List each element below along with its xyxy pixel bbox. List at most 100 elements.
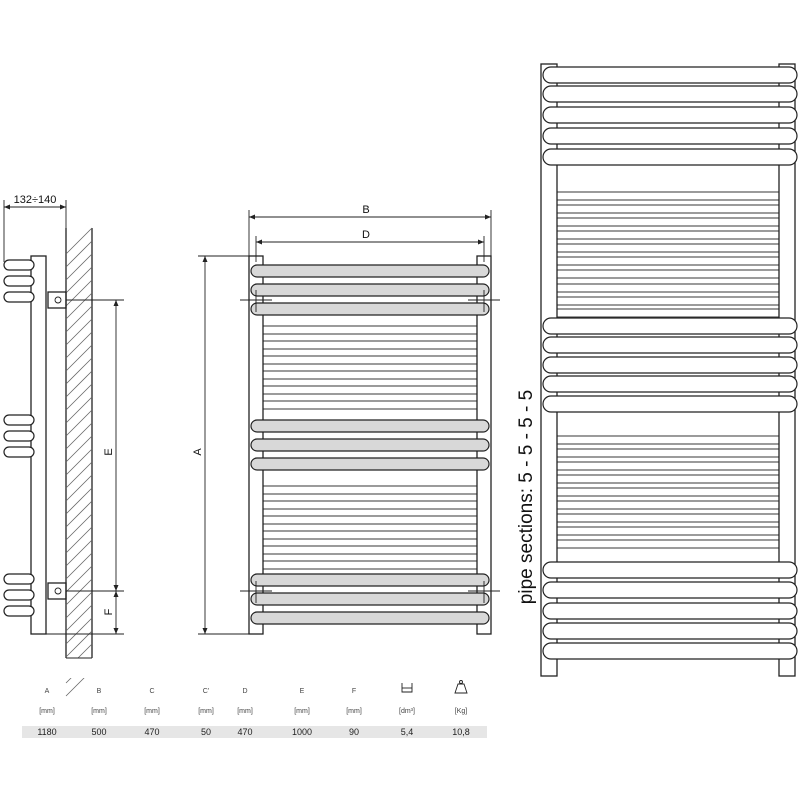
- side-tube-end: [3, 291, 35, 303]
- right-round-tube: [542, 375, 798, 393]
- side-tube-end: [3, 259, 35, 271]
- spec-header: B: [97, 688, 102, 695]
- dimension-B-label: B: [362, 204, 369, 216]
- water-volume-icon: [401, 683, 413, 693]
- side-tube-end: [3, 446, 35, 458]
- right-flat-bar: [556, 256, 780, 266]
- spec-column-cprime: C'[mm]50: [198, 688, 214, 737]
- hatch-line: [65, 591, 93, 619]
- side-view: 132÷140 E: [3, 194, 124, 697]
- right-flat-bar: [556, 269, 780, 279]
- hatch-line: [65, 227, 93, 255]
- hatch-line: [65, 604, 93, 632]
- weight-icon: [454, 680, 468, 694]
- dimension-A-label: A: [192, 448, 204, 456]
- front-round-tube: [250, 264, 490, 278]
- side-depth-label: 132÷140: [14, 194, 57, 206]
- spec-column-d: D[mm]470: [237, 688, 253, 737]
- hatch-line: [65, 370, 93, 398]
- right-round-tube: [542, 356, 798, 374]
- pipe-sections-view: pipe sections: 5 - 5 - 5 - 5: [516, 63, 798, 677]
- hatch-line: [65, 578, 93, 606]
- dimension-D-label: D: [362, 229, 370, 241]
- spec-value: 470: [144, 727, 159, 737]
- right-round-tube: [542, 66, 798, 84]
- hatch-line: [65, 253, 93, 281]
- spec-unit: [mm]: [198, 708, 214, 715]
- spec-value: 10,8: [452, 727, 470, 737]
- right-flat-bar: [556, 308, 780, 318]
- side-tube-end: [3, 275, 35, 287]
- spec-value: 1000: [292, 727, 312, 737]
- front-flat-bar: [262, 370, 478, 380]
- front-flat-bar: [262, 400, 478, 410]
- hatch-line: [65, 305, 93, 333]
- right-flat-bar: [556, 461, 780, 471]
- front-flat-bar: [262, 385, 478, 395]
- right-flat-bar: [556, 526, 780, 536]
- side-tube-end: [3, 573, 35, 585]
- spec-column-weight: [Kg]10,8: [452, 680, 470, 737]
- spec-unit: [mm]: [91, 708, 107, 715]
- right-round-tube: [542, 602, 798, 620]
- hatch-line: [65, 474, 93, 502]
- spec-values-row-bg: [22, 726, 487, 738]
- hatch-line: [65, 292, 93, 320]
- right-flat-bar: [556, 435, 780, 445]
- side-tube-end: [3, 414, 35, 426]
- right-flat-bar: [556, 296, 780, 306]
- hatch-line: [65, 539, 93, 567]
- spec-unit: [mm]: [237, 708, 253, 715]
- hatch-line: [65, 500, 93, 528]
- right-round-tube: [542, 148, 798, 166]
- front-flat-bar: [262, 530, 478, 540]
- dimension-F: F: [46, 591, 124, 635]
- right-round-tube: [542, 642, 798, 660]
- side-tube-end: [3, 430, 35, 442]
- hatch-line: [65, 383, 93, 411]
- hatch-line: [65, 513, 93, 541]
- right-round-tube: [542, 336, 798, 354]
- pipe-sections-label: pipe sections: 5 - 5 - 5 - 5: [516, 390, 537, 604]
- dimension-A: A: [192, 255, 262, 635]
- spec-column-e: E[mm]1000: [292, 688, 312, 737]
- spec-unit: [mm]: [144, 708, 160, 715]
- right-flat-bar: [556, 217, 780, 227]
- right-tubes: [542, 66, 798, 660]
- hatch-line: [65, 318, 93, 346]
- spec-value: 50: [201, 727, 211, 737]
- front-round-tube: [250, 419, 490, 433]
- hatch-line: [65, 526, 93, 554]
- front-flat-bar: [262, 340, 478, 350]
- right-flat-bar: [556, 513, 780, 523]
- hatch-line: [65, 357, 93, 385]
- dimension-E-label: E: [103, 448, 115, 455]
- spec-value: 90: [349, 727, 359, 737]
- front-round-tube: [250, 611, 490, 625]
- hatch-line: [65, 396, 93, 424]
- hatch-line: [65, 630, 93, 658]
- front-flat-bar: [262, 560, 478, 570]
- side-tube-end: [3, 589, 35, 601]
- spec-value: 1180: [37, 727, 56, 737]
- right-round-tube: [542, 622, 798, 640]
- right-round-tube: [542, 561, 798, 579]
- hatch-line: [65, 448, 93, 476]
- hatch-line: [65, 240, 93, 268]
- front-round-tube: [250, 302, 490, 316]
- right-round-tube: [542, 85, 798, 103]
- spec-value: 500: [91, 727, 106, 737]
- right-round-tube: [542, 127, 798, 145]
- front-round-tube: [250, 573, 490, 587]
- right-flat-bar: [556, 230, 780, 240]
- right-flat-bar: [556, 500, 780, 510]
- hatch-line: [65, 279, 93, 307]
- hatch-line: [65, 617, 93, 645]
- spec-unit: [mm]: [294, 708, 310, 715]
- spec-unit: [mm]: [346, 708, 362, 715]
- spec-column-b: B [mm] 500: [91, 688, 107, 737]
- right-flat-bar: [556, 243, 780, 253]
- wall-bracket-bottom: [47, 582, 124, 600]
- spec-unit: [mm]: [39, 708, 55, 715]
- side-depth-dimension: 132÷140: [3, 194, 67, 262]
